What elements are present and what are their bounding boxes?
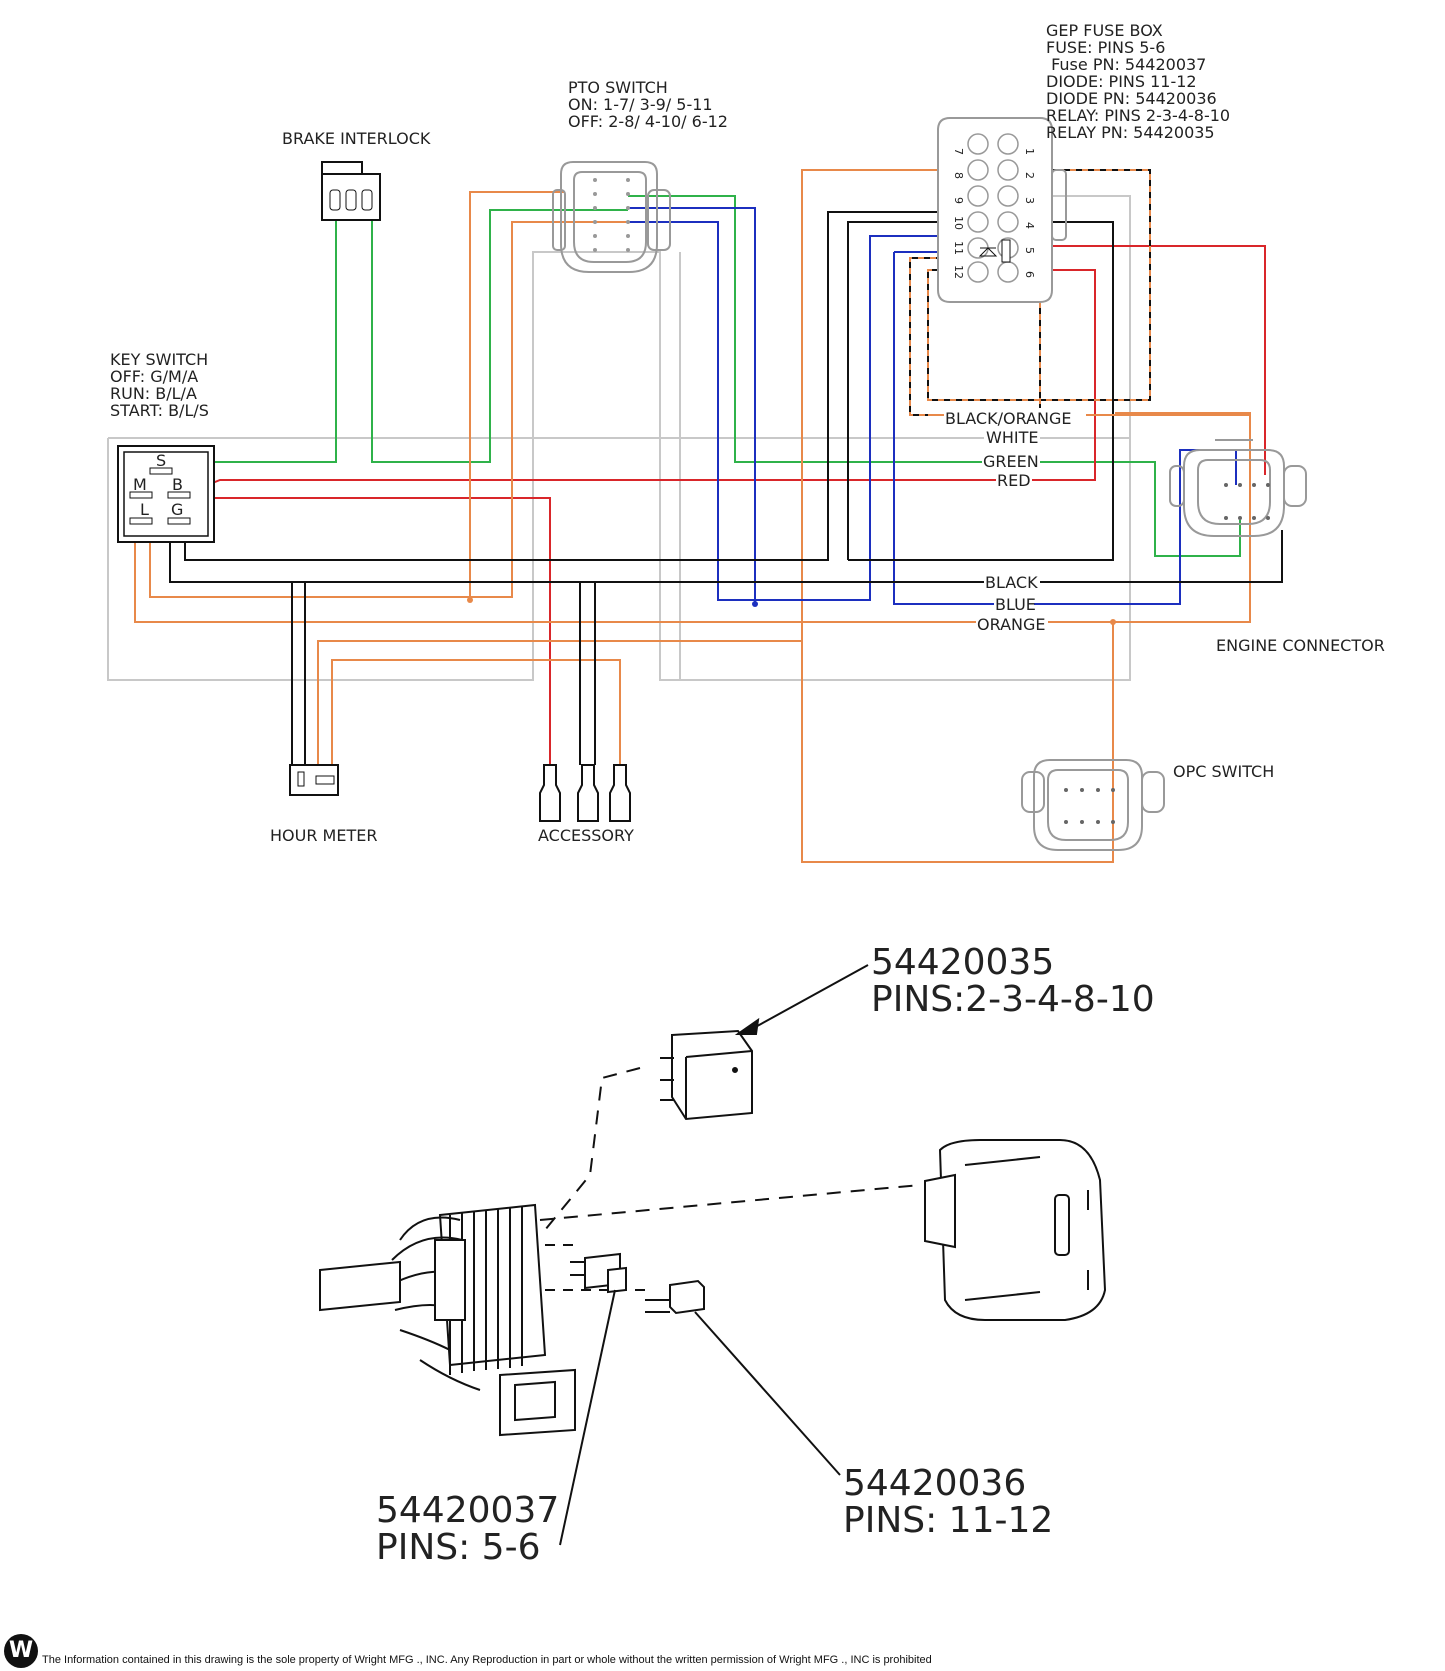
fuse-box-line-diode-pn: DIODE PN: 54420036	[1046, 89, 1217, 108]
key-terminal-m: M	[133, 475, 147, 494]
hour-meter-label: HOUR METER	[270, 826, 377, 845]
pto-switch-title: PTO SWITCH	[568, 78, 668, 97]
wire-blue	[628, 207, 1237, 605]
opc-switch-pins	[1064, 788, 1115, 824]
relay-part	[660, 1029, 753, 1121]
fuse-box-line-fuse-pn: Fuse PN: 54420037	[1046, 55, 1206, 74]
wright-logo: W	[4, 1634, 38, 1668]
fuse-pin-10: 10	[952, 216, 965, 230]
relay-pins: PINS:2-3-4-8-10	[871, 979, 1155, 1020]
diode-symbol	[978, 247, 998, 257]
key-terminal-s: S	[156, 451, 166, 470]
accessory-terminals	[539, 764, 631, 822]
diode-part-number: 54420036	[843, 1463, 1026, 1504]
fuse-pin-11: 11	[952, 241, 965, 255]
fuse-pin-6: 6	[1023, 271, 1036, 278]
fuse-part	[570, 1252, 627, 1294]
pto-switch-on: ON: 1-7/ 3-9/ 5-11	[568, 95, 713, 114]
key-switch-run: RUN: B/L/A	[110, 384, 197, 403]
wire-black	[169, 211, 1283, 765]
gep-fuse-box: 1 2 3 4 5 6 7 8 9 10 11 12	[937, 117, 1067, 303]
engine-connector-label: ENGINE CONNECTOR	[1216, 636, 1385, 655]
key-switch-title: KEY SWITCH	[110, 350, 208, 369]
fuse-box-line-relay-pins: RELAY: PINS 2-3-4-8-10	[1046, 106, 1230, 125]
wire-label-blue: BLUE	[995, 595, 1036, 614]
fuse-pin-7: 7	[952, 148, 965, 155]
wire-green	[184, 195, 1241, 557]
pto-switch-connector	[552, 161, 671, 273]
key-switch: S M B L G	[117, 445, 215, 543]
fuse-box-title: GEP FUSE BOX	[1046, 21, 1163, 40]
fuse-pin-2: 2	[1023, 172, 1036, 179]
fuse-box-line-fuse-pins: FUSE: PINS 5-6	[1046, 38, 1165, 57]
pto-switch-off: OFF: 2-8/ 4-10/ 6-12	[568, 112, 728, 131]
wire-red	[189, 245, 1266, 765]
fuse-pin-8: 8	[952, 172, 965, 179]
accessory-label: ACCESSORY	[538, 826, 634, 845]
wire-label-green: GREEN	[983, 452, 1039, 471]
fuse-pins: PINS: 5-6	[376, 1527, 540, 1568]
splice-markers	[467, 597, 1116, 625]
fuse-part-number: 54420037	[376, 1490, 559, 1531]
fuse-box-cover-part	[924, 1139, 1107, 1321]
pto-switch-pins	[593, 178, 630, 252]
fuse-pin-1: 1	[1023, 148, 1036, 155]
fuse-box-line-diode-pins: DIODE: PINS 11-12	[1046, 72, 1197, 91]
fuse-pin-4: 4	[1023, 222, 1036, 229]
fuse-pin-5: 5	[1023, 247, 1036, 254]
wire-orange	[134, 169, 1251, 863]
wire-label-orange: ORANGE	[977, 615, 1045, 634]
exploded-view	[319, 964, 1107, 1546]
fuse-box-part	[319, 1203, 576, 1437]
wire-label-red: RED	[997, 471, 1031, 490]
key-terminal-g: G	[171, 500, 183, 519]
brake-interlock-label: BRAKE INTERLOCK	[282, 129, 431, 148]
fuse-pin-3: 3	[1023, 197, 1036, 204]
wire-white	[180, 195, 1131, 680]
relay-part-number: 54420035	[871, 942, 1054, 983]
fuse-pin-12: 12	[952, 265, 965, 279]
hour-meter-connector	[289, 764, 339, 796]
key-switch-off: OFF: G/M/A	[110, 367, 198, 386]
key-terminal-l: L	[140, 500, 149, 519]
opc-switch-label: OPC SWITCH	[1173, 762, 1274, 781]
opc-switch-connector	[1021, 759, 1165, 851]
brake-interlock-connector	[321, 161, 381, 221]
key-switch-start: START: B/L/S	[110, 401, 209, 420]
diode-part	[645, 1279, 705, 1315]
key-terminal-b: B	[172, 475, 183, 494]
wire-label-black: BLACK	[985, 573, 1038, 592]
diode-pins: PINS: 11-12	[843, 1500, 1053, 1541]
engine-connector-pins	[1224, 483, 1270, 520]
engine-connector	[1169, 439, 1307, 537]
fuse-symbol	[1001, 239, 1011, 263]
footer-disclaimer: The Information contained in this drawin…	[42, 1654, 932, 1666]
harness-outline	[107, 251, 1131, 681]
wire-label-black-orange: BLACK/ORANGE	[945, 409, 1071, 428]
fuse-box-line-relay-pn: RELAY PN: 54420035	[1046, 123, 1215, 142]
fuse-pin-9: 9	[952, 197, 965, 204]
wire-label-white: WHITE	[986, 428, 1038, 447]
